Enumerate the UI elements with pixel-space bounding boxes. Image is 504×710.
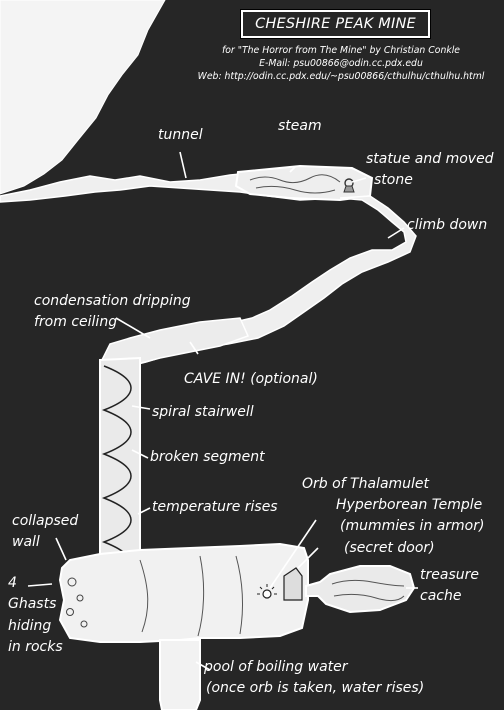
- ghasts-rocks: [66, 577, 88, 628]
- label-climb-down: climb down: [407, 217, 488, 233]
- label-temple-line2: (mummies in armor): [340, 518, 485, 534]
- label-steam: steam: [278, 118, 322, 134]
- credits: for "The Horror from The Mine" by Christ…: [190, 44, 492, 83]
- label-orb: Orb of Thalamulet: [302, 476, 430, 492]
- label-statue-line2: stone: [374, 172, 413, 188]
- stairwell-shaft: [99, 356, 141, 561]
- label-statue-line1: statue and moved: [366, 151, 494, 167]
- label-treasure-line1: treasure: [420, 567, 479, 583]
- label-treasure-line2: cache: [420, 588, 462, 604]
- label-ghasts-line3: hiding: [8, 618, 52, 634]
- label-collapsed-line2: wall: [12, 534, 40, 550]
- label-tunnel: tunnel: [158, 127, 203, 143]
- title-box: CHESHIRE PEAK MINE: [240, 9, 431, 39]
- label-collapsed-line1: collapsed: [12, 513, 79, 529]
- email-line: E-Mail: psu00866@odin.cc.pdx.edu: [259, 58, 423, 69]
- temple-cavern: [58, 542, 309, 643]
- label-pool-line2: (once orb is taken, water rises): [206, 680, 425, 696]
- label-temperature: temperature rises: [152, 499, 278, 515]
- label-condensation-line1: condensation dripping: [34, 293, 191, 309]
- treasure-cache: [305, 565, 416, 614]
- boiling-pool: [159, 639, 201, 710]
- statue-icon: [343, 178, 355, 193]
- label-ghasts-line2: Ghasts: [8, 596, 57, 612]
- credit-line: for "The Horror from The Mine" by Christ…: [221, 45, 461, 56]
- leader-lines: [27, 151, 418, 671]
- surface-area: [0, 0, 166, 195]
- web-line: Web: http://odin.cc.pdx.edu/~psu00866/ct…: [197, 71, 485, 82]
- label-broken-segment: broken segment: [150, 449, 265, 465]
- label-cave-in: CAVE IN! (optional): [184, 371, 318, 387]
- label-pool-line1: pool of boiling water: [204, 659, 348, 675]
- label-temple-line3: (secret door): [344, 540, 435, 556]
- steam-chamber: [234, 164, 374, 202]
- label-ghasts-line4: in rocks: [8, 639, 63, 655]
- page-title: CHESHIRE PEAK MINE: [255, 16, 416, 32]
- label-ghasts-line1: 4: [8, 575, 17, 591]
- label-condensation-line2: from ceiling: [34, 314, 118, 330]
- label-temple-line1: Hyperborean Temple: [336, 497, 483, 513]
- orb-icon: [257, 584, 277, 599]
- secret-door: [283, 567, 303, 601]
- label-spiral-stairwell: spiral stairwell: [152, 404, 254, 420]
